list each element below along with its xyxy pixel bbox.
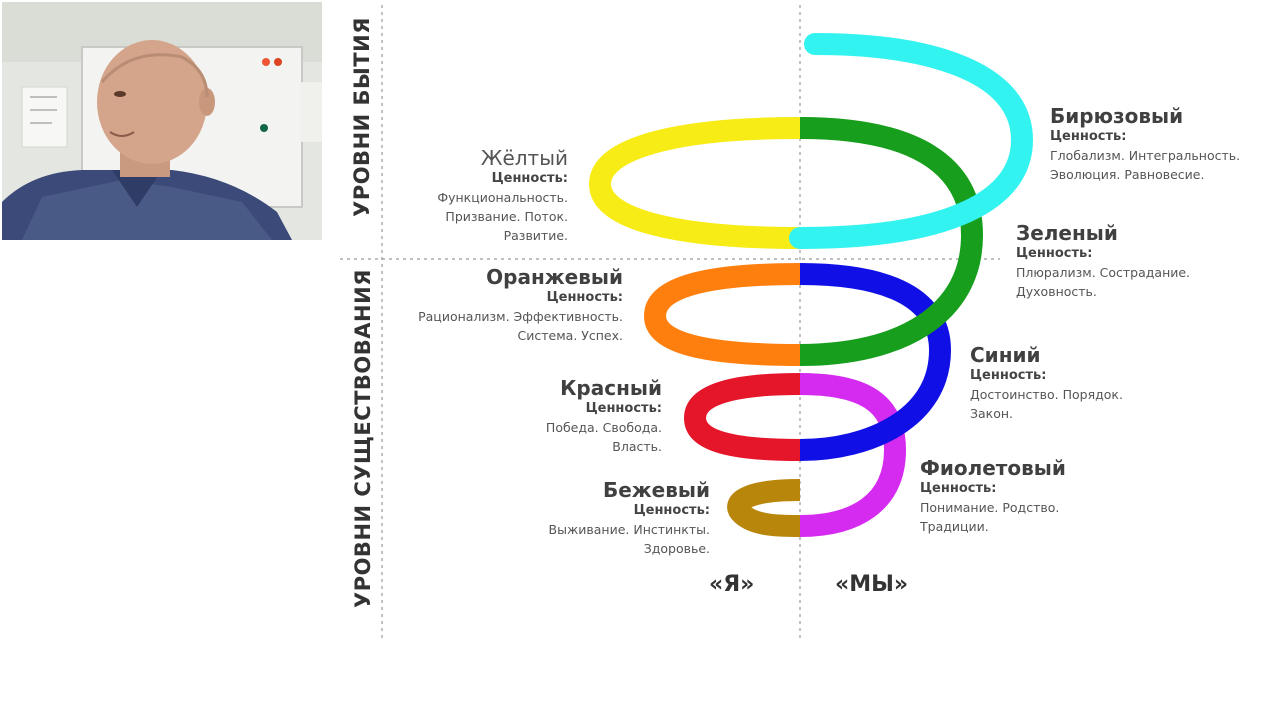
red-value-label: Ценность:: [585, 401, 662, 416]
beige-name: Бежевый: [602, 478, 710, 502]
turquoise-desc-1: Глобализм. Интегральность.: [1050, 148, 1241, 163]
green-arc: [799, 117, 984, 366]
beige-level-label: Бежевый Ценность: Выживание. Инстинкты. …: [470, 478, 710, 558]
webcam-video: [2, 2, 322, 240]
red-arc: [683, 373, 801, 461]
yellow-desc-1: Функциональность.: [437, 190, 568, 205]
red-level-label: Красный Ценность: Победа. Свобода. Власт…: [460, 376, 662, 456]
blue-arc: [799, 263, 952, 461]
blue-desc-1: Достоинство. Порядок.: [970, 387, 1123, 402]
orange-value-label: Ценность:: [546, 290, 623, 305]
purple-name: Фиолетовый: [920, 456, 1066, 480]
red-desc-1: Победа. Свобода.: [545, 420, 662, 435]
yellow-level-label: Жёлтый Ценность: Функциональность. Призв…: [380, 146, 568, 245]
red-name: Красный: [560, 376, 662, 400]
upper-axis-label: УРОВНИ БЫТИЯ: [350, 17, 374, 217]
purple-arc: [799, 373, 907, 537]
we-pronoun-label: «МЫ»: [835, 572, 909, 597]
green-level-label: Зеленый Ценность: Плюрализм. Сострадание…: [1016, 221, 1190, 301]
orange-level-label: Оранжевый Ценность: Рационализм. Эффекти…: [380, 265, 623, 345]
green-value-label: Ценность:: [1016, 246, 1093, 261]
turquoise-level-label: Бирюзовый Ценность: Глобализм. Интеграль…: [1050, 104, 1240, 184]
orange-desc-2: Система. Успех.: [517, 328, 623, 343]
green-name: Зеленый: [1016, 221, 1118, 245]
yellow-desc-3: Развитие.: [503, 228, 568, 243]
purple-value-label: Ценность:: [920, 481, 997, 496]
blue-level-label: Синий Ценность: Достоинство. Порядок. За…: [970, 343, 1123, 423]
yellow-name: Жёлтый: [480, 146, 568, 170]
orange-arc: [643, 263, 801, 366]
blue-value-label: Ценность:: [970, 368, 1047, 383]
blue-desc-2: Закон.: [970, 406, 1014, 421]
orange-name: Оранжевый: [486, 265, 623, 289]
beige-desc-1: Выживание. Инстинкты.: [548, 522, 710, 537]
green-desc-1: Плюрализм. Сострадание.: [1016, 265, 1191, 280]
purple-level-label: Фиолетовый Ценность: Понимание. Родство.…: [920, 456, 1066, 536]
red-desc-2: Власть.: [612, 439, 662, 454]
i-pronoun-label: «Я»: [709, 572, 755, 597]
beige-value-label: Ценность:: [633, 503, 710, 518]
blue-name: Синий: [970, 343, 1041, 367]
yellow-value-label: Ценность:: [491, 171, 568, 186]
purple-desc-1: Понимание. Родство.: [920, 500, 1060, 515]
lower-axis-label: УРОВНИ СУЩЕСТВОВАНИЯ: [351, 269, 375, 608]
orange-desc-1: Рационализм. Эффективность.: [418, 309, 623, 324]
presenter-video-frame: [2, 2, 322, 240]
yellow-arc: [588, 117, 801, 249]
turquoise-desc-2: Эволюция. Равновесие.: [1050, 167, 1205, 182]
beige-desc-2: Здоровье.: [643, 541, 710, 556]
turquoise-name: Бирюзовый: [1050, 104, 1184, 128]
purple-desc-2: Традиции.: [920, 519, 989, 534]
turquoise-arc: [789, 33, 1034, 249]
green-desc-2: Духовность.: [1016, 284, 1097, 299]
beige-arc: [727, 479, 801, 537]
yellow-desc-2: Призвание. Поток.: [445, 209, 568, 224]
turquoise-value-label: Ценность:: [1050, 129, 1127, 144]
